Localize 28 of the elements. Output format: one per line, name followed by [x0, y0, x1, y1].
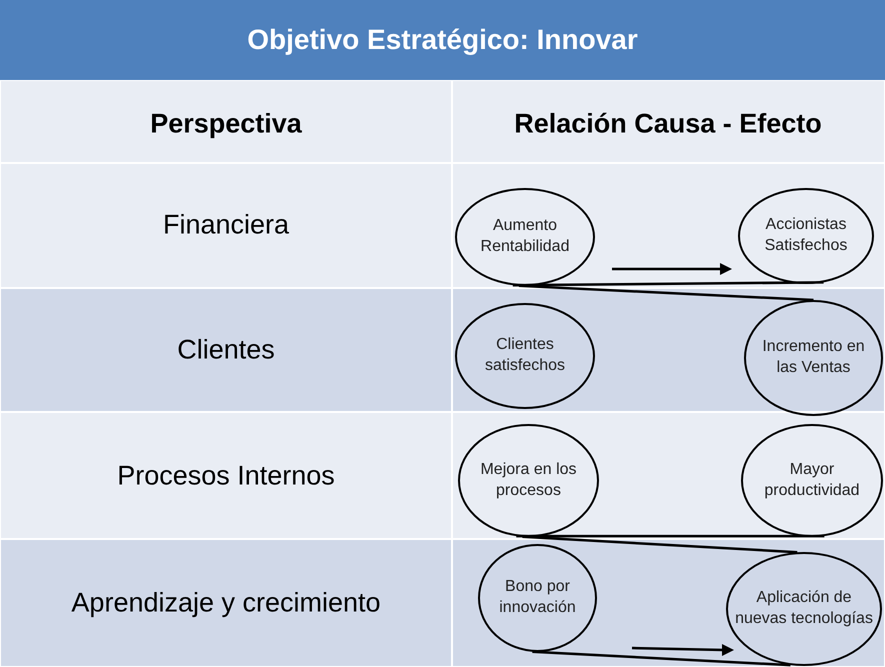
ellipse-node: [455, 303, 595, 409]
node-text: Accionistas Satisfechos: [764, 215, 848, 256]
perspective-label: Aprendizaje y crecimiento: [71, 588, 381, 618]
node-text: Clientes satisfechos: [484, 335, 566, 376]
title-text: Objetivo Estratégico: Innovar: [247, 24, 638, 56]
perspective-label: Procesos Internos: [117, 460, 335, 492]
node-text: Incremento en las Ventas: [761, 337, 866, 378]
ellipse-node: [738, 188, 874, 284]
perspective-label: Financiera: [162, 210, 290, 240]
connector-line: [512, 281, 824, 286]
ellipse-node: [478, 544, 597, 652]
node-text: Aumento Rentabilidad: [480, 216, 570, 257]
node-text: Mayor productividad: [763, 460, 861, 500]
node-text: Mejora en los procesos: [479, 460, 578, 500]
column-header: Perspectiva: [150, 108, 302, 140]
connector-line: [532, 650, 791, 666]
connector-line: [518, 284, 814, 302]
column-header: Relación Causa - Efecto: [514, 108, 822, 140]
node-text: Bono por innovación: [498, 577, 577, 618]
connector-line: [516, 534, 824, 538]
ellipse-node: [741, 424, 883, 537]
perspective-label: Clientes: [177, 334, 275, 366]
ellipse-node: [744, 300, 883, 416]
ellipse-node: [455, 188, 595, 286]
ellipse-node: [726, 552, 882, 666]
connector-line: [522, 536, 798, 554]
node-text: Aplicación de nuevas tecnologías: [734, 588, 874, 629]
ellipse-node: [458, 424, 599, 537]
